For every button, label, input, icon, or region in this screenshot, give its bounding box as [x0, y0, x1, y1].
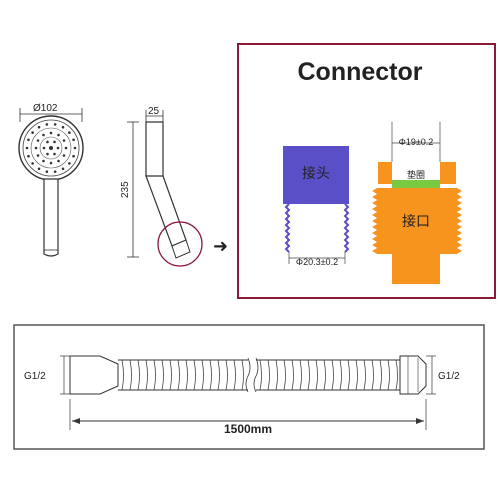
- male-thread: [284, 203, 350, 253]
- height-label: 235: [120, 181, 131, 198]
- shower-head-side-view: 25 235 ➜: [120, 106, 228, 267]
- shower-head-front-view: Ø102: [18, 103, 84, 257]
- male-part-label: 接头: [302, 165, 330, 181]
- side-width-label: 25: [148, 106, 160, 117]
- connector-highlight-circle: [157, 221, 203, 267]
- arrow-icon: ➜: [213, 236, 228, 256]
- right-thread-label: G1/2: [438, 371, 460, 382]
- nozzle-pattern: [25, 123, 77, 173]
- female-thread: [372, 187, 462, 255]
- connector-panel: Connector 接头 Φ20.3±0.2 Φ19±0.2: [237, 43, 496, 299]
- washer: [392, 180, 440, 188]
- hose-panel: G1/2 G1/2 1500mm: [13, 324, 485, 450]
- female-connector-part: Φ19±0.2 垫圈 接口: [372, 122, 462, 284]
- hose-segment-right: [256, 359, 400, 391]
- length-label: 1500mm: [224, 422, 272, 436]
- hose-segment-left: [118, 359, 248, 391]
- left-thread-label: G1/2: [24, 371, 46, 382]
- head-diameter-label: Ø102: [33, 103, 58, 114]
- connector-title: Connector: [298, 58, 423, 86]
- washer-label: 垫圈: [407, 169, 425, 180]
- female-part-label: 接口: [402, 213, 430, 229]
- female-top-dimension-label: Φ19±0.2: [399, 137, 434, 147]
- male-connector-part: 接头 Φ20.3±0.2: [283, 146, 350, 267]
- male-dimension-label: Φ20.3±0.2: [296, 257, 338, 267]
